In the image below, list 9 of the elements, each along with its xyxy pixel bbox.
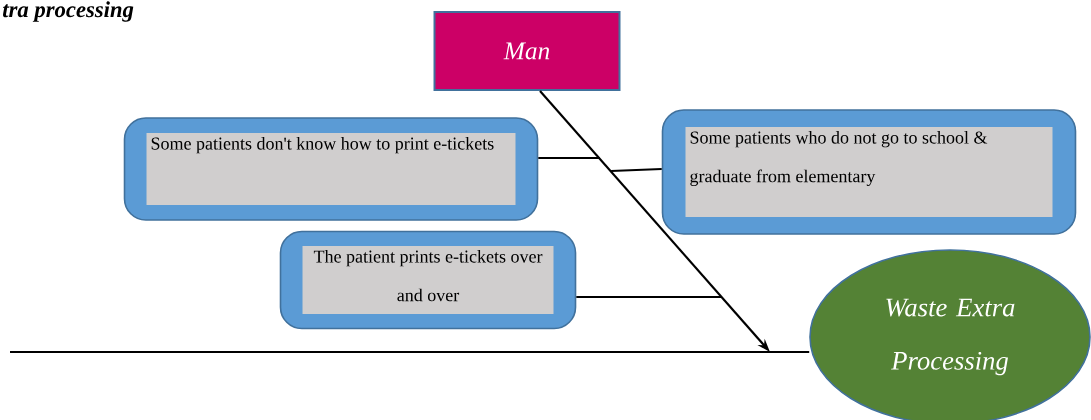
connector-line bbox=[576, 295, 722, 299]
connector-line bbox=[10, 350, 810, 354]
connector-line bbox=[611, 167, 662, 173]
cause-box: The patient prints e-tickets over and over bbox=[279, 230, 577, 330]
cause-box: Some patients don't know how to print e-tickets bbox=[123, 117, 539, 221]
title: tra processing bbox=[2, 1, 134, 22]
connector-line bbox=[538, 156, 600, 160]
category-box: Man bbox=[433, 11, 621, 91]
cause-box: Some patients who do not go to school & graduate from elementary bbox=[661, 109, 1077, 235]
